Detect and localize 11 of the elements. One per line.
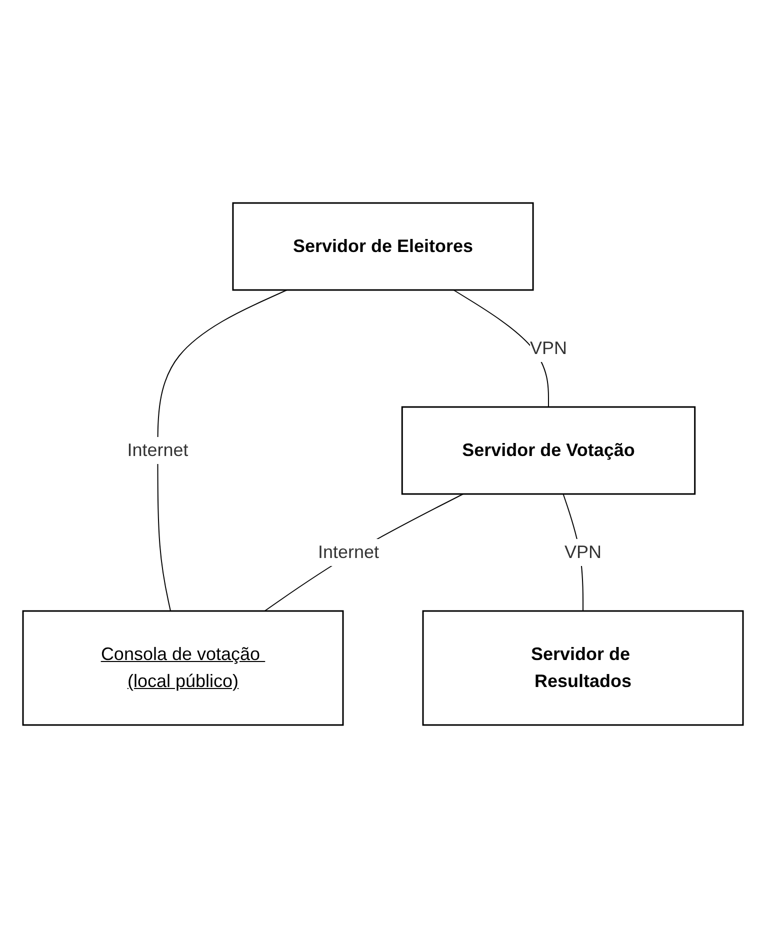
connector: [156, 289, 287, 611]
node-box: Servidor de Votação: [400, 406, 696, 494]
edge-label: Internet: [126, 440, 188, 460]
edge-label: VPN: [564, 542, 602, 562]
node-box: Servidor de Eleitores: [232, 202, 534, 290]
connector: [452, 289, 548, 407]
edge-label: VPN: [529, 338, 566, 358]
edge-label: Internet: [317, 542, 379, 562]
node-box: Servidor de Resultados: [422, 610, 744, 726]
connector: [264, 493, 464, 611]
node-box: Consola de votação (local público): [22, 610, 344, 726]
